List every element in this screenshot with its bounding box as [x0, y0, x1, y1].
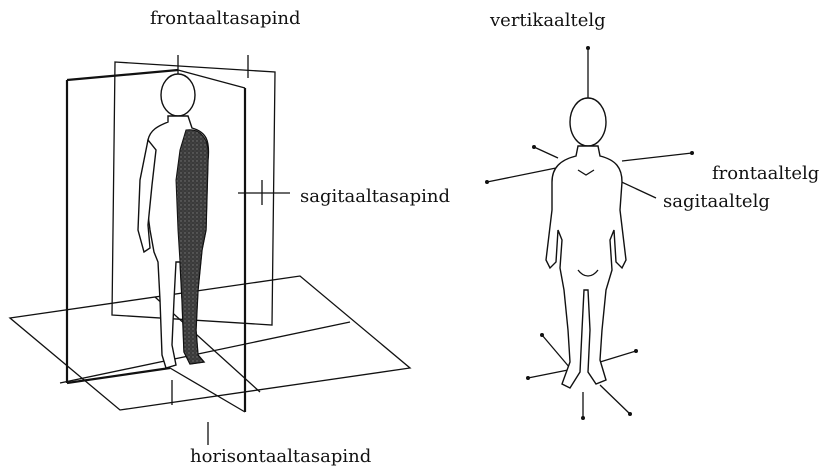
planes-figure — [10, 55, 410, 445]
body-right — [546, 98, 626, 388]
frontal-axis-label: frontaaltelg — [712, 165, 819, 183]
sagittal-plane-label: sagitaaltasapind — [300, 188, 450, 206]
axes-figure — [485, 46, 694, 420]
horizontal-plane-label: horisontaaltasapind — [190, 448, 371, 466]
horizontal-plane — [10, 276, 410, 410]
sagittal-axis-label: sagitaaltelg — [663, 193, 770, 211]
frontal-plane-label: frontaaltasapind — [150, 10, 300, 28]
vertical-axis-label: vertikaaltelg — [490, 12, 606, 30]
body-left — [138, 74, 208, 368]
